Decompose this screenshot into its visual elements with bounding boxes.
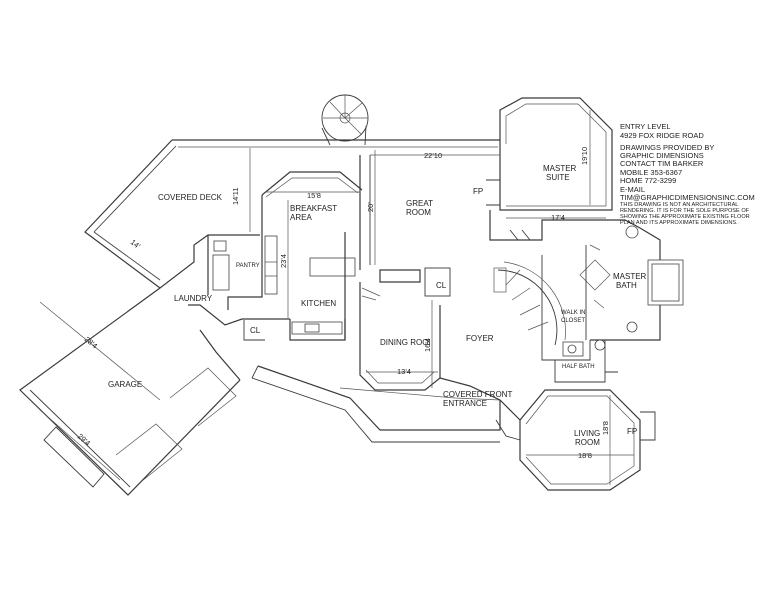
dim-great-width: 22'10 xyxy=(424,151,442,160)
label-great-room-1: GREAT xyxy=(406,199,433,208)
info-disclaimer-2: RENDERING. IT IS FOR THE SOLE PURPOSE OF xyxy=(620,208,750,214)
dim-suite-depth: 19'10 xyxy=(580,147,589,165)
label-kitchen: KITCHEN xyxy=(301,299,336,308)
dim-living-width: 18'8 xyxy=(578,451,592,460)
label-closet-foyer: CL xyxy=(436,281,447,290)
dim-deck-width: 14' xyxy=(129,237,143,250)
label-pantry: PANTRY xyxy=(236,263,260,269)
label-fp-living-room: FP xyxy=(627,427,637,436)
label-breakfast-1: BREAKFAST xyxy=(290,204,337,213)
info-block: ENTRY LEVEL 4929 FOX RIDGE ROAD DRAWINGS… xyxy=(620,122,755,226)
floor-plan-walls xyxy=(19,94,684,496)
label-walk-in-1: WALK IN xyxy=(561,310,585,316)
label-covered-front-1: COVERED FRONT xyxy=(443,390,512,399)
dim-dining-width: 13'4 xyxy=(397,367,411,376)
info-contact: CONTACT TIM BARKER xyxy=(620,159,704,168)
info-level: ENTRY LEVEL xyxy=(620,122,671,131)
dim-deck-depth: 14'11 xyxy=(231,187,240,205)
label-master-bath-1: MASTER xyxy=(613,272,647,281)
label-dining-room: DINING ROOI xyxy=(380,338,431,347)
label-great-room-2: ROOM xyxy=(406,208,431,217)
dim-suite-width: 17'4 xyxy=(551,213,565,222)
dim-dining-depth: 16'4 xyxy=(423,338,432,352)
dim-living-depth: 18'8 xyxy=(601,421,610,435)
info-address: 4929 FOX RIDGE ROAD xyxy=(620,131,704,140)
info-disclaimer-4: PLAN AND ITS APPROXIMATE DIMENSIONS. xyxy=(620,220,738,226)
label-covered-deck: COVERED DECK xyxy=(158,193,223,202)
label-foyer: FOYER xyxy=(466,334,494,343)
info-disclaimer-1: THIS DRAWING IS NOT AN ARCHITECTURAL xyxy=(620,202,738,208)
info-credit-line2: GRAPHIC DIMENSIONS xyxy=(620,151,704,160)
info-credit-line1: DRAWINGS PROVIDED BY xyxy=(620,143,714,152)
dim-garage-width: 29'4 xyxy=(76,432,92,448)
label-living-room-2: ROOM xyxy=(575,438,600,447)
label-master-suite-2: SUITE xyxy=(546,173,570,182)
info-email-label: E-MAIL xyxy=(620,185,645,194)
label-master-suite-1: MASTER xyxy=(543,164,577,173)
info-disclaimer-3: SHOWING THE APPROXIMATE EXISTING FLOOR xyxy=(620,214,750,220)
label-closet-kitchen: CL xyxy=(250,326,261,335)
dimension-lines xyxy=(39,110,634,485)
dim-kitchen-depth: 23'4 xyxy=(279,254,288,268)
dim-breakfast-width: 15'8 xyxy=(307,191,321,200)
dim-great-depth: 20' xyxy=(366,202,375,212)
label-living-room-1: LIVING xyxy=(574,429,600,438)
info-mobile: MOBILE 353-6367 xyxy=(620,168,682,177)
dimension-labels: 22'10 14'11 14' 15'8 20' 19'10 17'4 23'4… xyxy=(76,147,610,460)
label-fp-great-room: FP xyxy=(473,187,483,196)
label-half-bath: HALF BATH xyxy=(562,364,595,370)
label-walk-in-2: CLOSET xyxy=(561,318,585,324)
info-email: TIM@GRAPHICDIMENSIONSINC.COM xyxy=(620,193,755,202)
room-labels: COVERED DECK BREAKFAST AREA GREAT ROOM F… xyxy=(108,164,647,447)
info-home: HOME 772-3299 xyxy=(620,176,676,185)
label-breakfast-2: AREA xyxy=(290,213,312,222)
label-laundry: LAUNDRY xyxy=(174,294,213,303)
label-master-bath-2: BATH xyxy=(616,281,637,290)
label-garage: GARAGE xyxy=(108,380,142,389)
label-covered-front-2: ENTRANCE xyxy=(443,399,487,408)
